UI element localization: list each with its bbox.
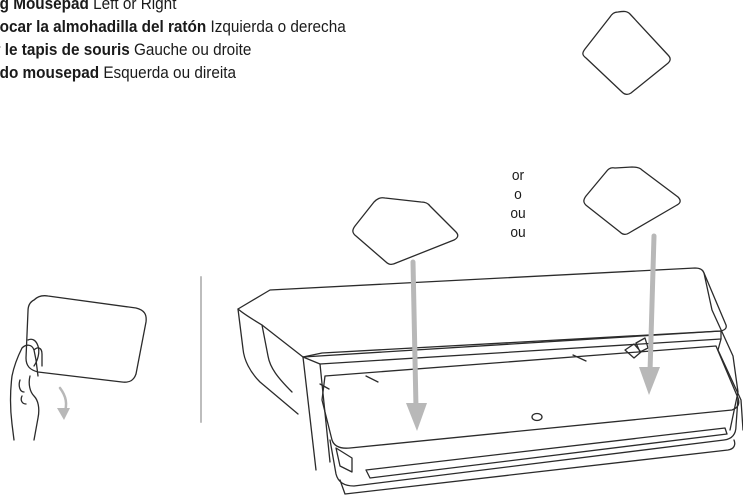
- palm-rest: [329, 397, 739, 487]
- mousepad-top-right: [582, 10, 671, 96]
- mousepad-peeling: [25, 295, 147, 383]
- instruction-line-portuguese: o do mousepad Esquerda ou direita: [0, 61, 490, 84]
- left-placement-arrow-shaft: [410, 259, 419, 411]
- mousepad-left-option: [352, 197, 459, 266]
- mousepad-right-option: [583, 166, 681, 236]
- instruction-rest: Esquerda ou direita: [99, 63, 237, 82]
- placement-arrows: [406, 233, 660, 431]
- instruction-bold: o do mousepad: [0, 63, 100, 82]
- right-placement-arrow-head: [639, 367, 660, 395]
- peeled-corner: [27, 338, 40, 367]
- or-label-spanish: o: [514, 186, 522, 203]
- palm-rest-lower: [339, 439, 736, 495]
- instruction-bold: er le tapis de souris: [0, 40, 130, 59]
- instruction-rest: Gauche ou droite: [129, 40, 252, 59]
- or-label-portuguese: ou: [510, 224, 526, 241]
- center-port: [531, 412, 543, 422]
- hand-outline: [9, 344, 43, 441]
- left-placement-arrow-head: [406, 403, 427, 431]
- laptop-lid-edge: [302, 330, 722, 365]
- instruction-bold: ing Mousepad: [0, 0, 89, 13]
- instruction-line-spanish: olocar la almohadilla del ratón Izquierd…: [0, 15, 490, 38]
- right-placement-arrow-shaft: [647, 233, 657, 375]
- instruction-line-english: ing Mousepad Left or Right: [0, 0, 490, 15]
- laptop-right-side: [703, 272, 743, 431]
- instruction-text-block: ing Mousepad Left or Right olocar la alm…: [0, 0, 490, 84]
- laptop-body: [237, 267, 743, 495]
- peel-backing-illustration: [9, 295, 147, 441]
- side-ports: [624, 337, 649, 359]
- peel-arrow-head: [57, 408, 70, 420]
- or-label-english: or: [511, 167, 525, 184]
- front-slot: [365, 427, 728, 479]
- instruction-rest: Left or Right: [88, 0, 177, 13]
- or-label-stack: or o ou ou: [504, 166, 532, 242]
- or-label-french: ou: [510, 205, 526, 222]
- keyboard-tray: [321, 345, 740, 449]
- instruction-rest: Izquierda o derecha: [206, 17, 346, 36]
- instruction-line-french: er le tapis de souris Gauche ou droite: [0, 38, 490, 61]
- left-latch: [335, 447, 353, 473]
- laptop-lid-top: [237, 267, 727, 358]
- instruction-bold: olocar la almohadilla del ratón: [0, 17, 207, 36]
- laptop-left-side: [237, 308, 299, 415]
- tray-rail: [319, 354, 587, 390]
